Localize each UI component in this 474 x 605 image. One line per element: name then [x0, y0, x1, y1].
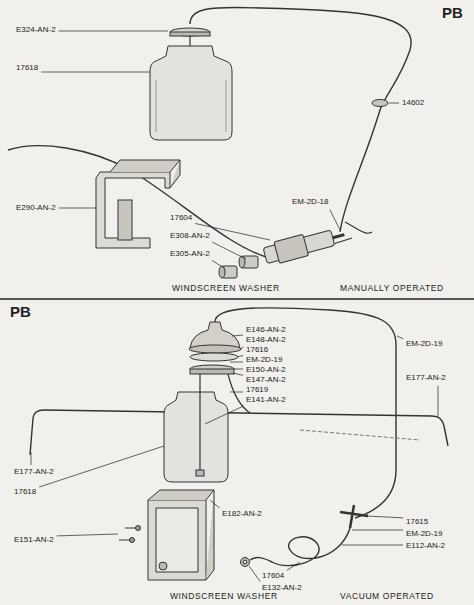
leader-line [233, 373, 243, 375]
leader-line [205, 406, 243, 424]
leader-line [352, 530, 403, 531]
part-number: E324-AN-2 [16, 26, 56, 35]
panel-divider [0, 298, 474, 300]
hose-grommet [372, 100, 388, 107]
leader-line [366, 516, 403, 518]
leader-line [31, 452, 32, 465]
leader-line [342, 545, 403, 546]
leader-line [59, 208, 96, 209]
feed-hose [8, 146, 270, 258]
part-number: E177-AN-2 [406, 374, 446, 383]
leader-line [397, 336, 403, 339]
screw [136, 526, 141, 531]
part-number: 17604 [170, 214, 192, 223]
part-number: E146-AN-2 [246, 326, 286, 335]
bottle-cap [170, 28, 210, 36]
part-number: E147-AN-2 [246, 376, 286, 385]
leader-line [41, 72, 150, 73]
leader-line [234, 369, 243, 370]
cap-rim [170, 32, 210, 36]
leader-line [210, 500, 220, 508]
hose-nut [241, 558, 250, 567]
leader-line [232, 335, 243, 337]
part-number: E308-AN-2 [170, 232, 210, 241]
panel-caption: MANUALLY OPERATED [340, 284, 444, 293]
jar-bracket [96, 172, 170, 248]
jar-bracket [148, 500, 206, 580]
panel-code: PB [442, 5, 463, 22]
panel-caption: WINDSCREEN WASHER [172, 284, 280, 293]
leader-line [59, 31, 168, 32]
part-number: EM-2D-19 [246, 356, 282, 365]
part-number: 14602 [402, 99, 424, 108]
leader-line [212, 242, 246, 259]
part-number: 17615 [406, 518, 428, 527]
part-number: E148-AN-2 [246, 336, 286, 345]
leader-line [249, 566, 260, 582]
part-number: E177-AN-2 [14, 468, 54, 477]
part-number: E182-AN-2 [222, 510, 262, 519]
washer-jar [150, 46, 232, 140]
leader-line [39, 446, 164, 487]
part-number: EM-2D-19 [406, 530, 442, 539]
panel-caption: WINDSCREEN WASHER [170, 592, 278, 601]
part-number: EM-2D-18 [292, 198, 328, 207]
leader-line [230, 392, 243, 393]
leader-line [57, 534, 118, 536]
washer-jar [164, 392, 228, 482]
part-number: E150-AN-2 [246, 366, 286, 375]
leader-line [240, 347, 244, 350]
part-number: E305-AN-2 [170, 250, 210, 259]
part-number: 17619 [246, 386, 268, 395]
leader-line [212, 260, 224, 268]
part-number: E151-AN-2 [14, 536, 54, 545]
leader-line [330, 209, 340, 230]
panel-caption: VACUUM OPERATED [340, 592, 434, 601]
vacuum-dome [190, 322, 240, 348]
cap-ring [190, 365, 234, 373]
part-number: E112-AN-2 [406, 542, 445, 551]
panel-code: PB [10, 304, 31, 321]
hose-branch [330, 222, 372, 245]
part-number: 17616 [246, 346, 268, 355]
part-number: E141-AN-2 [246, 396, 286, 405]
pump-cylinder [262, 224, 347, 266]
t-piece [340, 505, 368, 528]
leader-line [230, 362, 243, 363]
diaphragm [190, 353, 238, 361]
part-number: 17618 [16, 64, 38, 73]
part-number: 17604 [262, 572, 284, 581]
part-number: 17618 [14, 488, 36, 497]
coiled-hose [250, 528, 350, 566]
jet-pipe [30, 410, 448, 455]
leader-line [237, 356, 243, 357]
part-number: E290-AN-2 [16, 204, 56, 213]
leader-line [438, 386, 439, 417]
leader-line [287, 562, 300, 570]
part-number: EM-2D-19 [406, 340, 442, 349]
leader-line [389, 103, 399, 104]
